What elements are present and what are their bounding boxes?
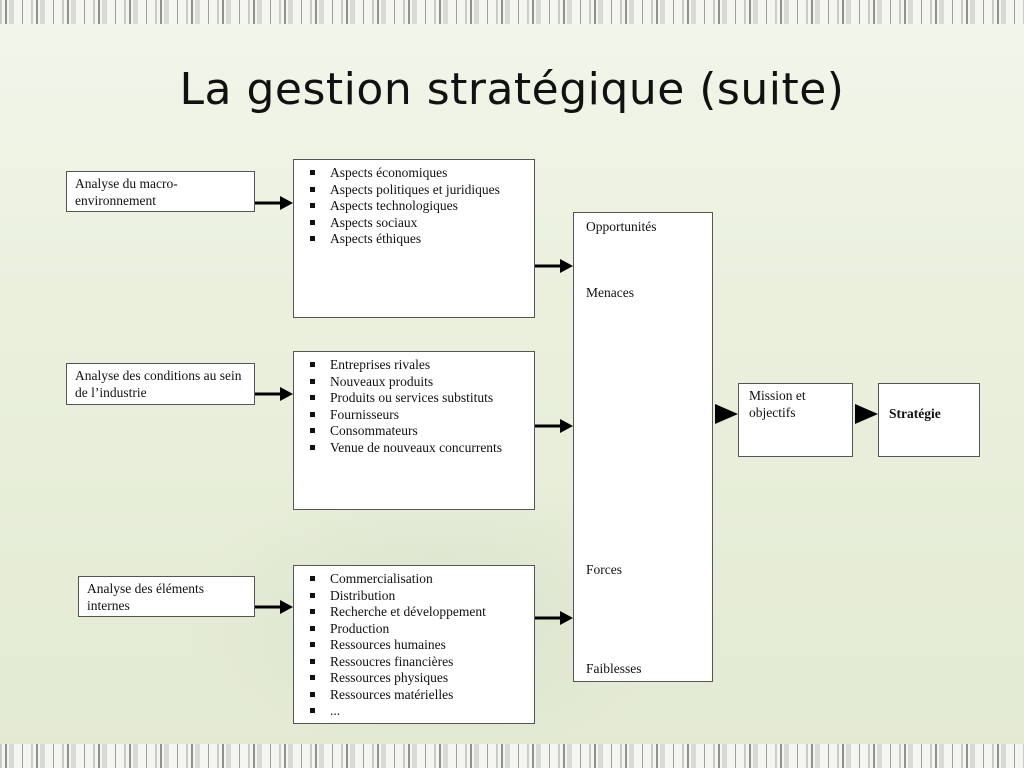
group-box-macro: Aspects économiques Aspects politiques e… [293,159,535,318]
arrow-head [855,404,878,424]
list-item: Ressoucres financières [308,654,526,671]
arrow-head [280,600,293,614]
list-item: Ressources matérielles [308,687,526,704]
list-item: ... [308,703,526,720]
input-label-macro: Analyse du macro-environnement [75,176,178,208]
list-item: Aspects technologiques [308,198,526,215]
arrow-head [560,611,573,625]
group-list-macro: Aspects économiques Aspects politiques e… [294,160,534,248]
swot-faiblesses: Faiblesses [586,661,642,676]
list-item: Aspects sociaux [308,215,526,232]
arrow-head [715,404,738,424]
strategie-label: Stratégie [889,406,941,421]
list-item: Aspects politiques et juridiques [308,182,526,199]
mission-label: Mission et objectifs [749,388,806,420]
mission-box: Mission et objectifs [738,383,853,457]
list-item: Ressources humaines [308,637,526,654]
list-item: Produits ou services substituts [308,390,526,407]
list-item: Production [308,621,526,638]
swot-forces: Forces [586,562,622,577]
input-label-industry: Analyse des conditions au sein de l’indu… [75,368,242,400]
list-item: Aspects économiques [308,165,526,182]
list-item: Aspects éthiques [308,231,526,248]
arrow-head [280,387,293,401]
arrow-head [280,196,293,210]
swot-box: Opportunités Menaces Forces Faiblesses [573,212,713,682]
list-item: Venue de nouveaux concurrents [308,440,526,457]
list-item: Recherche et développement [308,604,526,621]
input-label-internal: Analyse des éléments internes [87,581,204,613]
top-decorative-strip [0,0,1024,24]
list-item: Entreprises rivales [308,357,526,374]
list-item: Distribution [308,588,526,605]
input-box-industry: Analyse des conditions au sein de l’indu… [66,363,255,405]
input-box-macro: Analyse du macro-environnement [66,171,255,212]
list-item: Fournisseurs [308,407,526,424]
group-list-internal: Commercialisation Distribution Recherche… [294,566,534,720]
list-item: Consommateurs [308,423,526,440]
bottom-decorative-strip [0,744,1024,768]
input-box-internal: Analyse des éléments internes [78,576,255,617]
group-box-internal: Commercialisation Distribution Recherche… [293,565,535,724]
list-item: Nouveaux produits [308,374,526,391]
slide-title: La gestion stratégique (suite) [179,64,845,115]
swot-opportunites: Opportunités [586,219,657,234]
list-item: Ressources physiques [308,670,526,687]
arrow-head [560,419,573,433]
group-list-industry: Entreprises rivales Nouveaux produits Pr… [294,352,534,456]
list-item: Commercialisation [308,571,526,588]
swot-menaces: Menaces [586,285,634,300]
strategie-box: Stratégie [878,383,980,457]
group-box-industry: Entreprises rivales Nouveaux produits Pr… [293,351,535,510]
arrow-head [560,259,573,273]
